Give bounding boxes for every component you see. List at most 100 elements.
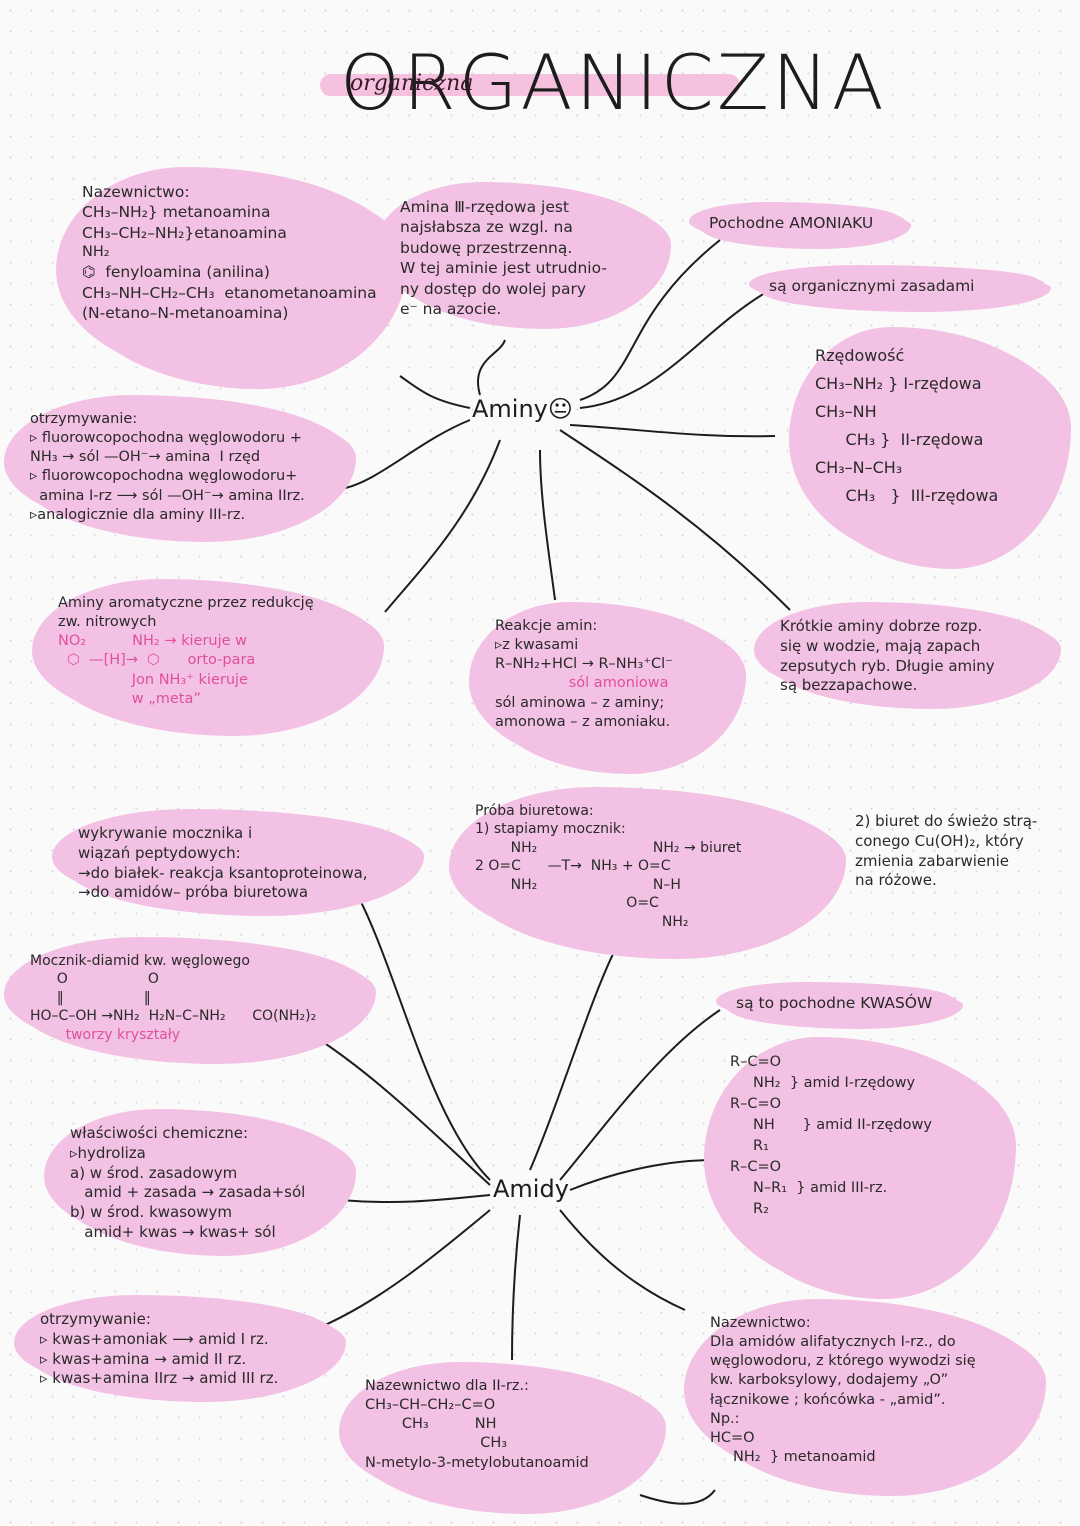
card-biuret-test-step2: 2) biuret do świeżo strą- conego Cu(OH)₂…	[835, 800, 1070, 910]
card-urea-detection: wykrywanie mocznika i wiązań peptydowych…	[58, 812, 418, 912]
text-line: Dla amidów alifatycznych I-rz., do	[710, 1334, 956, 1351]
text-line: sól aminowa – z aminy;	[495, 694, 665, 711]
text-line: ▹ kwas+amina IIrz → amid III rz.	[40, 1369, 279, 1388]
text-line: NH₂ } metanoamid	[710, 1448, 876, 1465]
text-line: właściwości chemiczne:	[70, 1124, 249, 1142]
text-line: Próba biuretowa:	[475, 803, 594, 819]
text-line: NH₃ → sól —OH⁻→ amina I rzęd	[30, 449, 261, 466]
text-line: CH₃–NH	[815, 402, 877, 421]
text-line: amid+ kwas → kwas+ sól	[70, 1222, 276, 1241]
text-line: ny dostęp do wolej pary	[400, 279, 587, 298]
text-line: otrzymywanie:	[40, 1310, 151, 1328]
text-line: CH₃ } III-rzędowa	[815, 486, 999, 505]
text-line: się w wodzie, mają zapach	[780, 636, 981, 655]
text-line: NO₂ NH₂ → kieruje w	[58, 633, 248, 650]
node-aminy: Aminy😐	[472, 395, 573, 423]
text-line: Np.:	[710, 1410, 740, 1427]
text-line: w „meta”	[58, 690, 201, 707]
node-amidy: Amidy	[493, 1175, 569, 1203]
text-line: NH₂ N–H	[475, 876, 681, 893]
text-line: Nazewnictwo dla II-rz.:	[365, 1378, 529, 1394]
card-amide-naming: Nazewnictwo: Dla amidów alifatycznych I-…	[690, 1302, 1040, 1492]
card-amide-properties: właściwości chemiczne: ▹hydroliza a) w ś…	[50, 1112, 350, 1252]
text-line: zw. nitrowych	[58, 614, 157, 631]
text-line: Krótkie aminy dobrze rozp.	[780, 617, 983, 635]
card-short-amines: Krótkie aminy dobrze rozp. się w wodzie,…	[760, 605, 1055, 705]
text-line: amid + zasada → zasada+sól	[70, 1183, 306, 1202]
text-line: NH₂ } amid I-rzędowy	[730, 1075, 916, 1092]
text-line: ▹hydroliza	[70, 1143, 146, 1162]
card-amine-synthesis: otrzymywanie: ▹ fluorowcopochodna węglow…	[10, 398, 350, 538]
text-line: są to pochodne KWASÓW	[736, 994, 933, 1012]
text-line: wykrywanie mocznika i	[78, 824, 253, 842]
text-line: ▹ fluorowcopochodna węglowodoru +	[30, 430, 302, 447]
text-line: otrzymywanie:	[30, 411, 138, 427]
text-line: kw. karboksylowy, dodajemy „O”	[710, 1372, 949, 1389]
page-title: ORGANICZNA	[340, 38, 887, 127]
text-line: NH₂	[82, 244, 110, 261]
text-line: 1) stapiamy mocznik:	[475, 821, 626, 838]
text-line: Nazewnictwo:	[710, 1315, 811, 1331]
card-acid-derivatives: są to pochodne KWASÓW	[722, 985, 957, 1025]
text-line: CH₃–NH–CH₂–CH₃ etanometanoamina	[82, 283, 377, 302]
text-line: ▹ kwas+amina → amid II rz.	[40, 1349, 247, 1368]
text-line: →do białek- reakcja ksantoproteinowa,	[78, 863, 368, 882]
text-line: ‖ ‖	[30, 989, 151, 1006]
text-line: a) w środ. zasadowym	[70, 1163, 238, 1182]
text-line: amina I-rz ⟶ sól —OH⁻→ amina IIrz.	[30, 487, 305, 504]
text-line: zepsutych ryb. Długie aminy	[780, 656, 995, 675]
card-biuret-test: Próba biuretowa: 1) stapiamy mocznik: NH…	[455, 790, 840, 955]
text-line: NH₂ NH₂ → biuret	[475, 839, 742, 856]
text-line: ⬡ —[H]→ ⬡ orto-para	[58, 652, 256, 669]
text-line: Rzędowość	[815, 346, 905, 365]
title-highlight	[320, 74, 740, 96]
text-line: CH₃–N–CH₃	[815, 458, 903, 477]
text-line: najsłabsza ze wzgl. na	[400, 218, 573, 237]
text-line: ▹ fluorowcopochodna węglowodoru+	[30, 468, 298, 485]
text-line: amonowa – z amoniaku.	[495, 713, 671, 730]
text-line: (N-etano–N-metanoamina)	[82, 304, 289, 323]
card-aromatic-amines: Aminy aromatyczne przez redukcję zw. nit…	[38, 582, 378, 732]
text-line: Jon NH₃⁺ kieruje	[58, 671, 248, 688]
page-title-area: ORGANICZNA organiczna	[320, 28, 884, 128]
text-line: Amina Ⅲ-rzędowa jest	[400, 198, 570, 216]
card-amine-reactions: Reakcje amin: ▹z kwasami R–NH₂+HCl → R–N…	[475, 605, 740, 770]
text-line: tworzy kryształy	[30, 1026, 181, 1043]
text-line: są organicznymi zasadami	[769, 277, 975, 295]
text-line: Nazewnictwo:	[82, 183, 190, 201]
text-line: CH₃	[365, 1435, 508, 1452]
text-line: ▹ kwas+amoniak ⟶ amid I rz.	[40, 1329, 269, 1348]
text-line: budowę przestrzenną.	[400, 238, 573, 257]
node-aminy-label: Aminy	[472, 395, 548, 423]
text-line: conego Cu(OH)₂, który	[855, 831, 1024, 850]
text-line: R–NH₂+HCl → R–NH₃⁺Cl⁻	[495, 656, 673, 673]
text-line: 2 O=C —T→ NH₃ + O=C	[475, 858, 671, 875]
text-line: na różowe.	[855, 871, 937, 890]
text-line: N–R₁ } amid III-rz.	[730, 1180, 888, 1197]
text-line: R–C=O	[730, 1054, 782, 1070]
text-line: Pochodne AMONIAKU	[709, 214, 874, 232]
text-line: NH } amid II-rzędowy	[730, 1117, 932, 1134]
text-line: R–C=O	[730, 1159, 782, 1176]
card-amide-order: R–C=O NH₂ } amid I-rzędowy R–C=O NH } am…	[710, 1040, 1010, 1295]
text-line: N-metylo-3-metylobutanoamid	[365, 1454, 589, 1471]
text-line: R₂	[730, 1201, 769, 1218]
card-amine-order: Rzędowość CH₃–NH₂ } I-rzędowa CH₃–NH CH₃…	[795, 330, 1065, 565]
text-line: węglowodoru, z którego wywodzi się	[710, 1353, 976, 1370]
text-line: są bezzapachowe.	[780, 676, 918, 695]
text-line: O=C	[475, 895, 659, 912]
text-line: wiązań peptydowych:	[78, 843, 241, 862]
text-line: 2) biuret do świeżo strą-	[855, 812, 1038, 830]
text-line: sól amoniowa	[495, 675, 669, 692]
text-line: Mocznik-diamid kw. węglowego	[30, 953, 250, 969]
card-organic-bases: są organicznymi zasadami	[755, 268, 1045, 308]
card-urea: Mocznik-diamid kw. węglowego O O ‖ ‖ HO–…	[10, 940, 370, 1060]
text-line: W tej aminie jest utrudnio-	[400, 259, 607, 278]
text-line: CH₃–NH₂ } I-rzędowa	[815, 374, 982, 393]
text-line: ▹z kwasami	[495, 637, 579, 654]
text-line: R₁	[730, 1138, 769, 1155]
text-line: CH₃ NH	[365, 1416, 497, 1433]
card-amine-basicity-note: Amina Ⅲ-rzędowa jest najsłabsza ze wzgl.…	[380, 185, 665, 325]
title-script: organiczna	[350, 71, 474, 96]
